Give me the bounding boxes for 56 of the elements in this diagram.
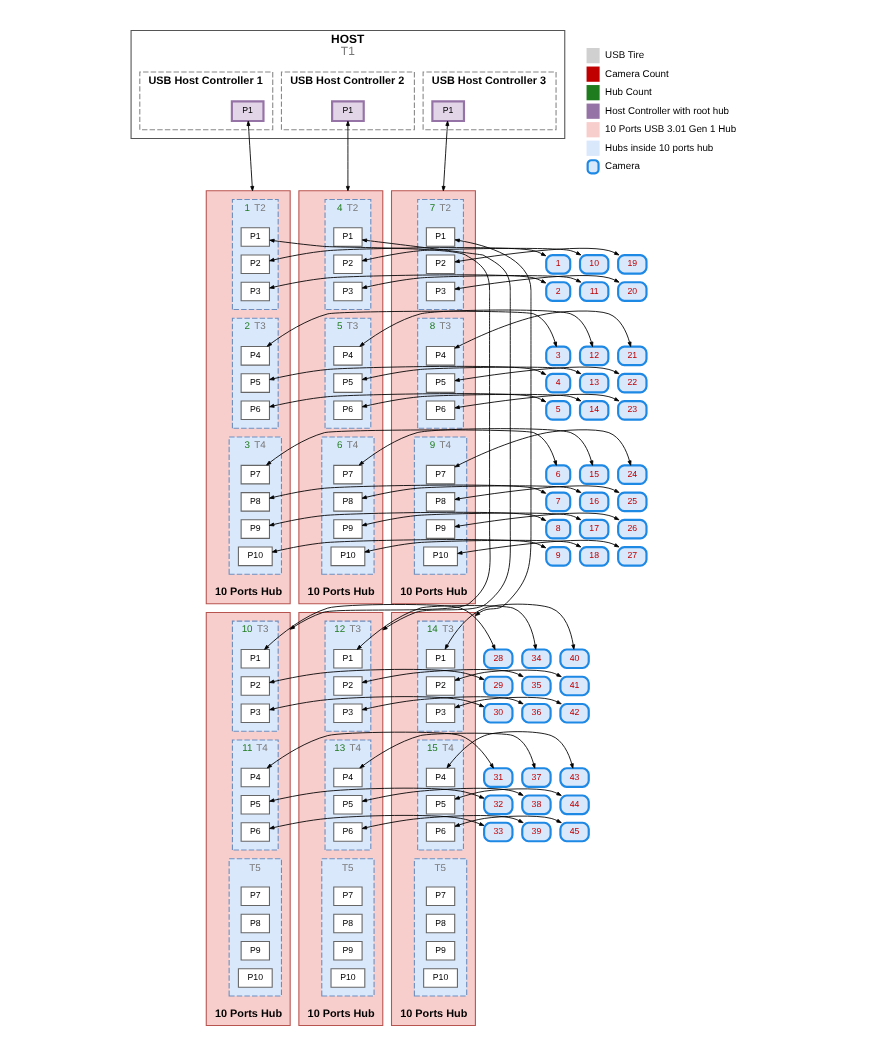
arrow <box>358 309 593 347</box>
arrow <box>453 275 619 291</box>
arrow <box>360 669 523 684</box>
cluster <box>412 436 467 575</box>
arrow <box>358 732 535 769</box>
arrow <box>453 310 631 349</box>
arrow <box>453 238 531 617</box>
arrow <box>360 238 510 631</box>
arrow <box>360 787 523 803</box>
arrow <box>245 120 254 192</box>
arrow <box>268 393 546 408</box>
arrow <box>443 603 575 650</box>
cluster <box>320 436 374 575</box>
arrow <box>453 429 631 468</box>
arrow <box>440 120 449 192</box>
cluster <box>227 858 281 997</box>
arrow <box>453 247 619 264</box>
arrow <box>265 731 493 769</box>
cluster <box>320 858 374 997</box>
arrow <box>453 366 619 382</box>
arrow <box>344 120 349 192</box>
arrow <box>268 484 546 500</box>
arrow <box>360 247 581 262</box>
arrow <box>453 788 561 800</box>
arrow <box>360 696 523 711</box>
arrow <box>268 238 490 630</box>
arrow <box>456 539 619 555</box>
arrow <box>360 485 581 500</box>
arrow <box>360 815 523 830</box>
arrow <box>360 512 581 527</box>
arrow <box>453 485 619 501</box>
arrow <box>445 731 573 769</box>
arrow <box>453 393 619 410</box>
arrow <box>360 393 581 408</box>
arrow <box>357 428 593 466</box>
arrow <box>453 512 619 528</box>
arrow <box>265 429 557 466</box>
arrow <box>363 539 581 553</box>
arrow <box>265 310 557 347</box>
arrow <box>270 539 546 553</box>
arrow <box>268 814 484 830</box>
arrow <box>453 696 561 709</box>
arrow <box>355 605 537 650</box>
arrow <box>453 669 561 681</box>
arrow <box>268 365 546 381</box>
arrow <box>268 668 484 684</box>
arrow <box>268 274 546 289</box>
arrow <box>268 511 546 527</box>
arrow <box>360 275 581 289</box>
arrow <box>360 366 581 381</box>
arrow <box>453 815 561 827</box>
cluster <box>412 858 467 997</box>
arrow <box>268 787 484 803</box>
arrow <box>268 247 546 262</box>
arrow <box>263 604 495 650</box>
arrow <box>268 696 484 711</box>
